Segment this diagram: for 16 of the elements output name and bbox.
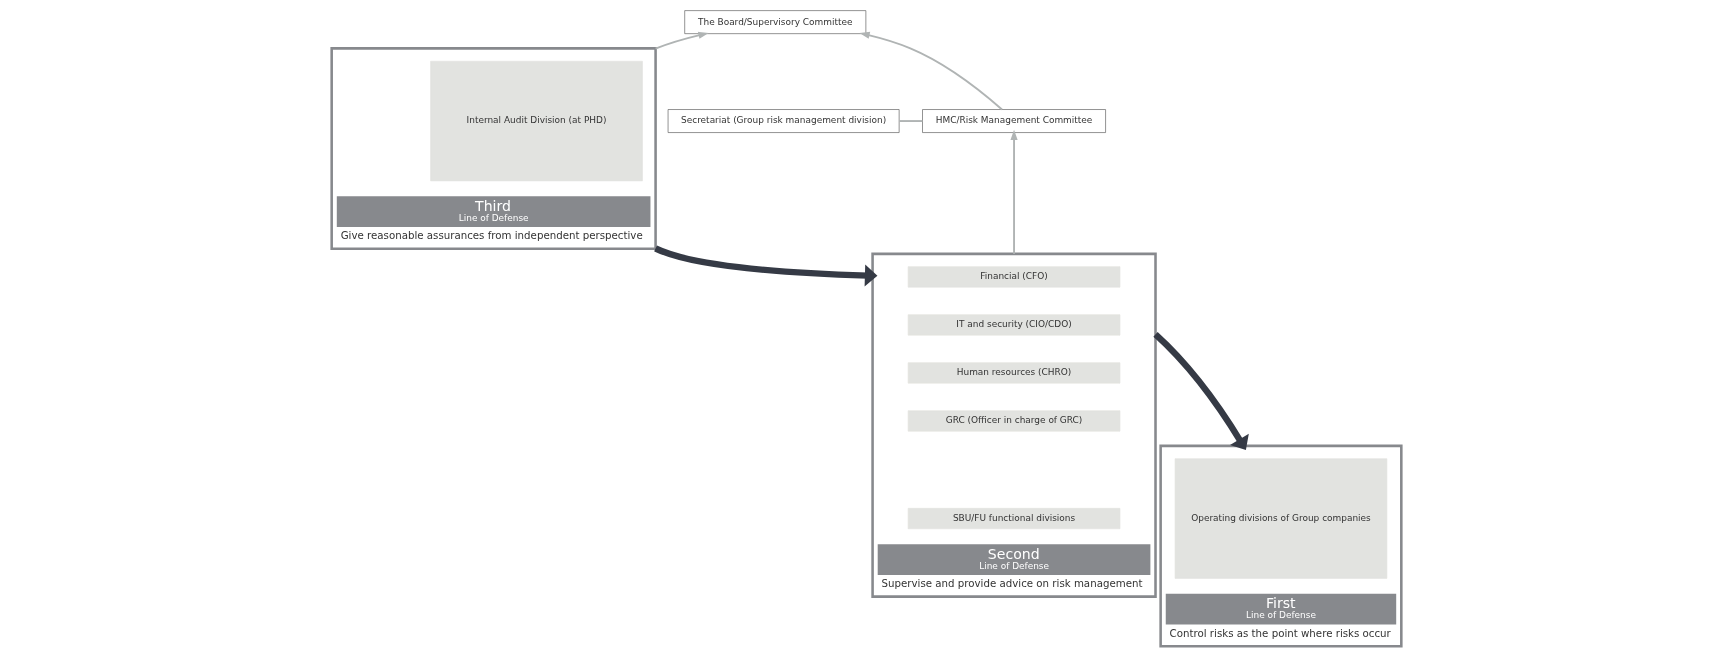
arrow [1010,129,1018,255]
node-box: IT and security (CIO/CDO) [907,314,1121,336]
node-box: The Board/Supervisory Committee [684,10,867,34]
arrow [654,31,709,50]
node-box: Financial (CFO) [907,266,1121,288]
node-box: GRC (Officer in charge of GRC) [907,410,1121,432]
node-box: Human resources (CHRO) [907,362,1121,384]
node-box: SBU/FU functional divisions [907,508,1121,530]
connector [898,120,924,122]
node-box: Secretariat (Group risk management division) [667,109,900,133]
node-box: Operating divisions of Group companies [1174,458,1388,579]
arrow [1153,332,1249,451]
node-box: Internal Audit Division (at PHD) [430,60,643,182]
arrow [653,245,878,287]
node-box: HMC/Risk Management Committee [922,109,1106,133]
arrow [859,31,1003,111]
